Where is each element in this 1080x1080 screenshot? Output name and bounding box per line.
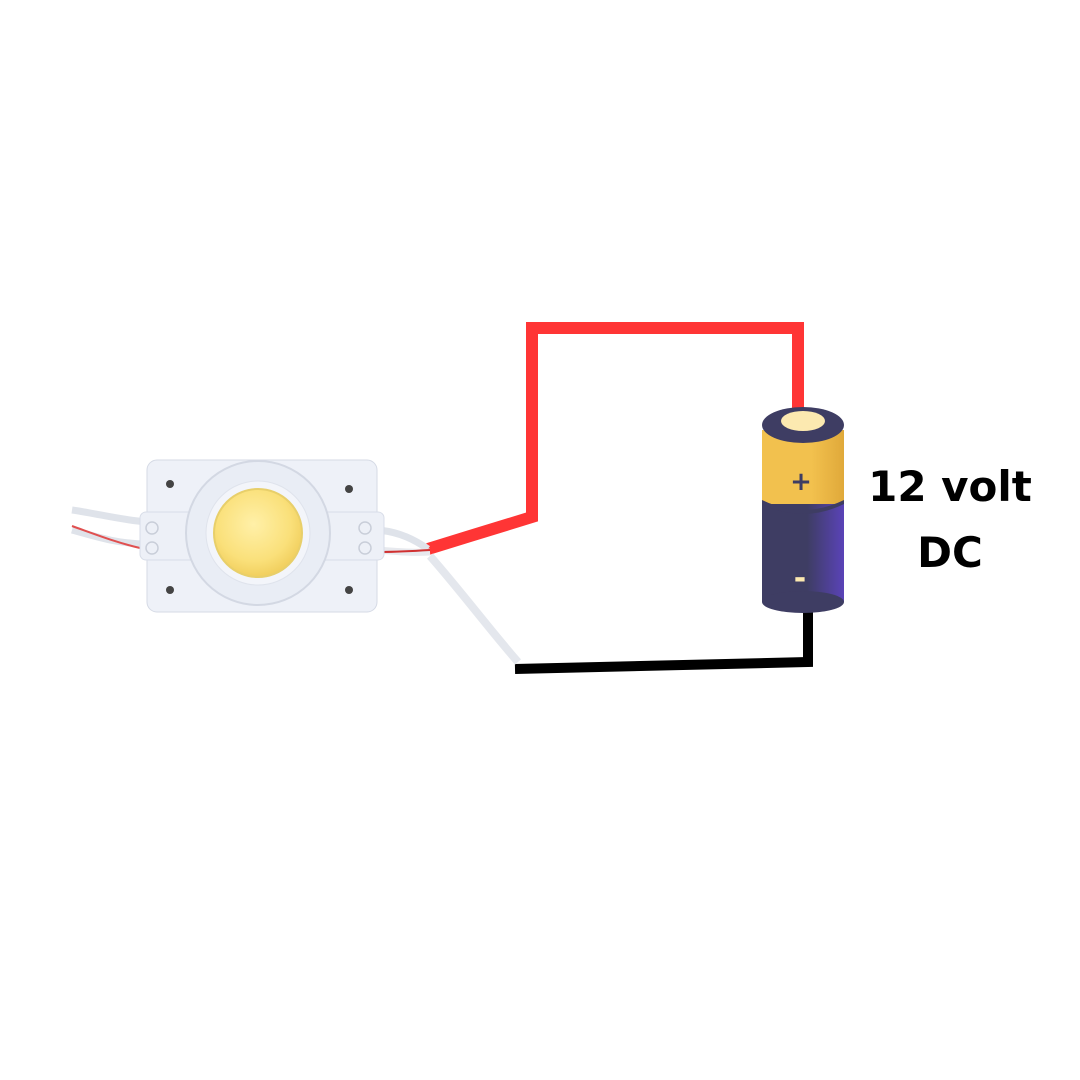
battery-bottom [762, 498, 844, 602]
positive-wire [426, 322, 804, 555]
negative-wire [514, 612, 813, 674]
led-module [139, 459, 385, 613]
mount-hole-icon [345, 586, 353, 594]
voltage-label-line2: DC [917, 528, 983, 577]
battery: + - [762, 407, 844, 613]
battery-positive-terminal [781, 411, 825, 431]
mount-hole-icon [166, 586, 174, 594]
mount-hole-icon [166, 480, 174, 488]
voltage-label-line1: 12 volt [868, 462, 1032, 511]
led-chip [213, 488, 303, 578]
positive-terminal-icon: + [790, 467, 812, 497]
negative-terminal-icon: - [794, 561, 806, 596]
mount-hole-icon [345, 485, 353, 493]
